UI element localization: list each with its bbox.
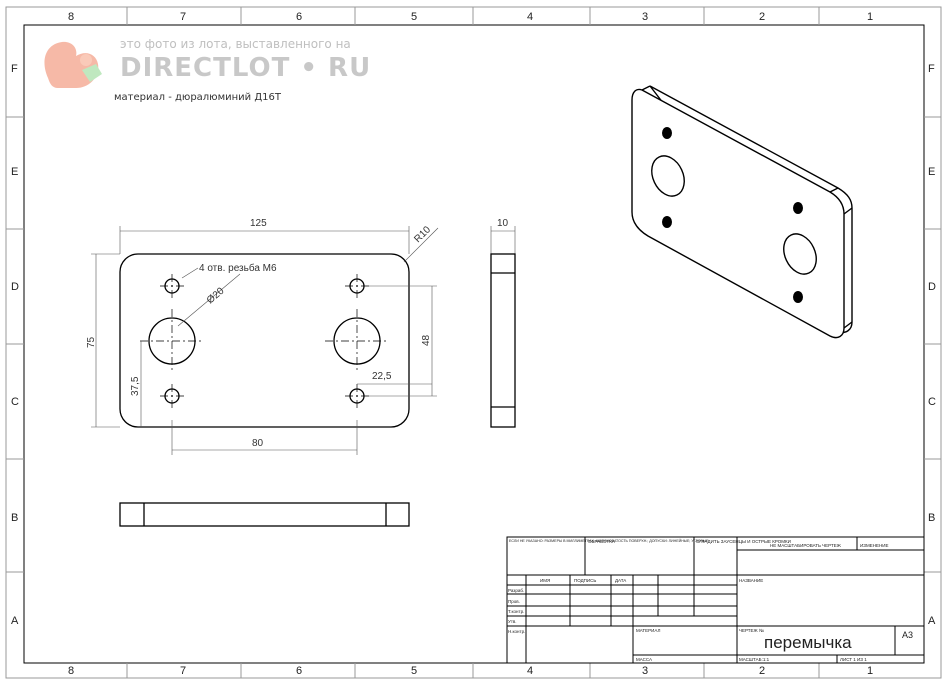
tb-scale: МАСШТАБ:1:1 xyxy=(739,657,770,662)
dim-offset: 22,5 xyxy=(372,371,392,382)
material-note: материал - дюралюминий Д16Т xyxy=(114,92,282,103)
zone-col-8: 8 xyxy=(68,11,74,23)
tb-no-scale: НЕ МАСШТАБИРОВАТЬ ЧЕРТЕЖ xyxy=(770,543,842,548)
zone-col-7: 7 xyxy=(180,11,186,23)
zone-ticks xyxy=(6,7,941,678)
sheet-format: A3 xyxy=(902,630,913,640)
zone-row-b: B xyxy=(11,512,18,524)
zone-col-8-b: 8 xyxy=(68,665,74,677)
dimension-lines xyxy=(91,226,516,455)
zone-row-c: C xyxy=(11,396,19,408)
tb-name-col: ИМЯ xyxy=(540,578,550,583)
zone-row-f-r: F xyxy=(928,63,935,75)
isometric-view xyxy=(631,85,853,339)
inner-border xyxy=(23,24,925,664)
dim-center-spacing: 80 xyxy=(252,438,264,449)
zone-row-d: D xyxy=(11,281,19,293)
center-lines xyxy=(140,274,389,408)
tb-row-nc: Н.контр. xyxy=(508,629,525,634)
tb-mass: МАССА xyxy=(636,657,652,662)
zone-col-4: 4 xyxy=(527,11,533,23)
dim-center-height: 37,5 xyxy=(130,376,141,396)
tb-drawing-no: ЧЕРТЕЖ № xyxy=(739,628,764,633)
squirrel-logo-icon xyxy=(44,41,102,88)
watermark-caption: это фото из лота, выставленного на xyxy=(120,37,351,51)
zone-col-3: 3 xyxy=(642,11,648,23)
side-view xyxy=(490,253,516,428)
tb-left-header: ЕСЛИ НЕ УКАЗАНО: РАЗМЕРЫ В МИЛЛИМЕТРАХ; … xyxy=(509,539,709,543)
watermark-brand: DIRECTLOT • RU xyxy=(120,53,372,83)
zone-col-5-b: 5 xyxy=(411,665,417,677)
part-name: перемычка xyxy=(764,633,852,652)
outer-border xyxy=(5,6,942,679)
zone-col-7-b: 7 xyxy=(180,665,186,677)
zone-row-d-r: D xyxy=(928,281,936,293)
dim-bore: Ø20 xyxy=(205,285,227,306)
zone-col-4-b: 4 xyxy=(527,665,533,677)
tb-date-col: ДАТА xyxy=(615,578,626,583)
zone-row-a-r: A xyxy=(928,615,936,627)
zone-col-6: 6 xyxy=(296,11,302,23)
tb-material: МАТЕРИАЛ xyxy=(636,628,660,633)
dim-hole-spacing: 48 xyxy=(421,334,432,346)
tb-revision: ИЗМЕНЕНИЕ xyxy=(860,543,888,548)
front-view xyxy=(119,253,410,428)
zone-row-e: E xyxy=(11,166,18,178)
zone-row-c-r: C xyxy=(928,396,936,408)
title-block xyxy=(506,536,925,664)
tb-title-label: НАЗВАНИЕ xyxy=(739,578,763,583)
title-block-labels: ОБРАБОТКА СГЛАДИТЬ ЗАУСЕНЦЫ И ОСТРЫЕ КРО… xyxy=(508,539,888,662)
zone-col-5: 5 xyxy=(411,11,417,23)
zone-col-3-b: 3 xyxy=(642,665,648,677)
tb-finish: ОБРАБОТКА xyxy=(588,539,615,544)
zone-row-a: A xyxy=(11,615,19,627)
zone-labels: 8 7 6 5 4 3 2 1 8 7 6 5 4 3 2 1 F E D C … xyxy=(11,11,936,677)
dim-thickness: 10 xyxy=(497,218,509,229)
tb-signature-col: ПОДПИСЬ xyxy=(574,578,596,583)
tb-row-appr: Утв. xyxy=(508,619,517,624)
tb-row-check: Пров. xyxy=(508,599,520,604)
zone-col-1: 1 xyxy=(867,11,873,23)
dim-radius: R10 xyxy=(412,224,433,245)
zone-col-2-b: 2 xyxy=(759,665,765,677)
zone-col-2: 2 xyxy=(759,11,765,23)
dim-hole-note: 4 отв. резьба М6 xyxy=(199,262,277,274)
zone-col-6-b: 6 xyxy=(296,665,302,677)
dimension-texts: 125 75 10 R10 4 отв. резьба М6 Ø20 48 22… xyxy=(86,218,509,449)
zone-row-f: F xyxy=(11,63,18,75)
dim-height: 75 xyxy=(86,336,97,348)
bottom-view xyxy=(119,502,410,527)
tb-edges: СГЛАДИТЬ ЗАУСЕНЦЫ И ОСТРЫЕ КРОМКИ xyxy=(696,539,791,544)
zone-row-e-r: E xyxy=(928,166,935,178)
tb-row-dev: Разраб. xyxy=(508,588,524,593)
tb-row-tc: Т.контр. xyxy=(508,609,524,614)
zone-row-b-r: B xyxy=(928,512,935,524)
zone-col-1-b: 1 xyxy=(867,665,873,677)
dim-width: 125 xyxy=(250,218,267,229)
tb-sheet: ЛИСТ 1 ИЗ 1 xyxy=(840,657,867,662)
isometric-holes xyxy=(662,127,803,303)
